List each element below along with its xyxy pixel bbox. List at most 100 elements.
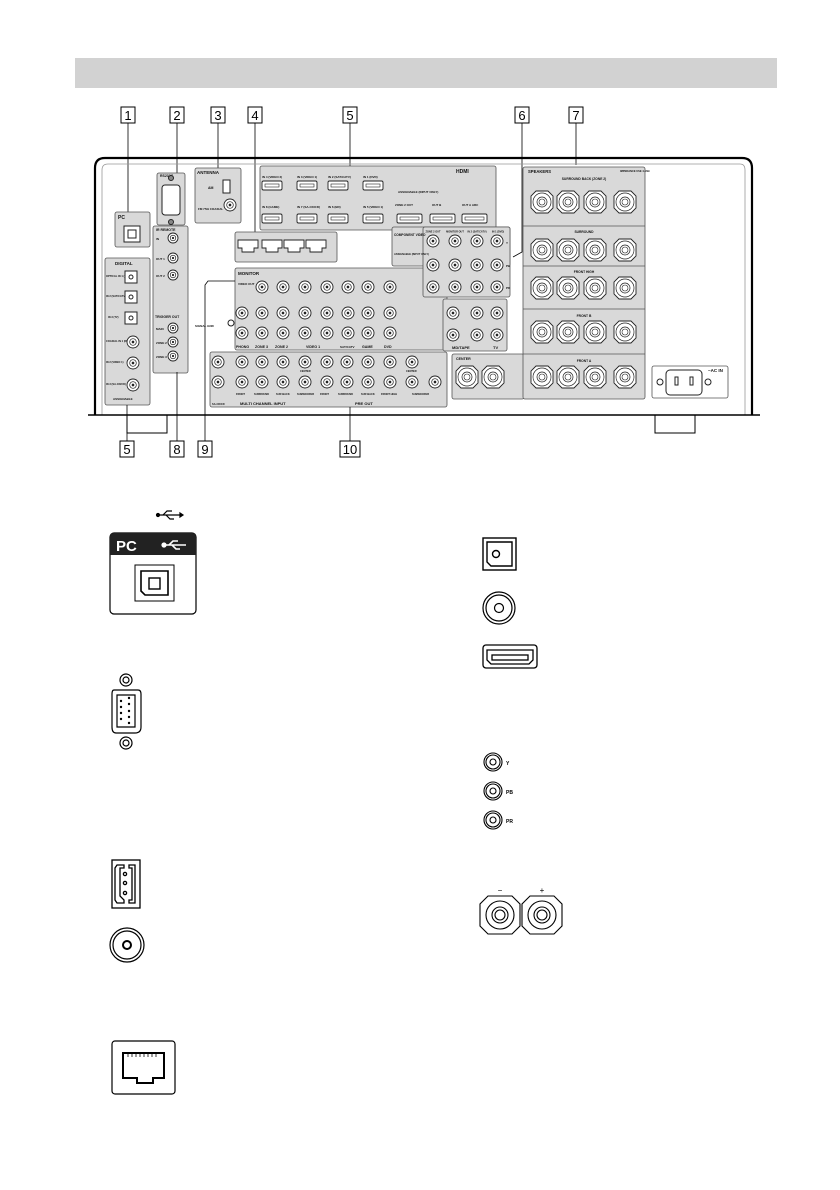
ir-connector-icon (111, 859, 141, 909)
usb-b-port (123, 225, 141, 243)
digital-item-label: IN 3 (SA-CD/CD) (106, 382, 126, 386)
md-tape-label: MD/TAPE (452, 345, 470, 350)
mci-item-label: SUR BACK (276, 392, 290, 396)
optical-jack (124, 311, 138, 325)
hdmi-in-label: IN 8 (GAME) (262, 205, 279, 209)
callout-number: 9 (201, 442, 208, 457)
component-row-label: Y (506, 241, 508, 245)
ac-inlet (665, 369, 703, 396)
hdmi-in-label: IN 5 (VIDEO 1) (363, 205, 383, 209)
pc-icon-label: PC (116, 538, 137, 555)
callout-10: 10 (339, 407, 361, 458)
callout-5: 5 (342, 106, 358, 167)
usb-icon (155, 510, 185, 520)
coaxial-connector-icon (482, 591, 516, 625)
rs232c-connector-icon (111, 673, 142, 750)
ir-trigger-panel (152, 225, 189, 374)
trigger-item-label: MAIN (156, 327, 164, 331)
callout-number: 6 (518, 108, 525, 123)
speakers-label: SPEAKERS (528, 169, 551, 174)
impedance-label: IMPEDANCE USE 4-16Ω (620, 169, 650, 173)
group-label: VIDEO 1 (306, 345, 320, 349)
hdmi-port (327, 213, 349, 224)
callout-number: 1 (124, 108, 131, 123)
callout-number: 2 (173, 108, 180, 123)
ac-in-label: ~AC IN (708, 368, 723, 373)
callout-7: 7 (568, 106, 584, 165)
speaker-terminal (583, 276, 607, 300)
callouts-top: 1 2 3 4 5 6 7 (120, 106, 584, 258)
speaker-terminal (530, 276, 554, 300)
callout-number: 5 (123, 442, 130, 457)
hdmi-in-label: IN 2 (SAT/CATV) (328, 175, 351, 179)
pb-label: PB (506, 790, 513, 796)
ethernet-port (261, 239, 283, 253)
center-speaker-label: CENTER (456, 357, 471, 361)
component-col-label: IN 2 (SAT/CATV) (467, 231, 486, 234)
group-label: PHONO (236, 345, 249, 349)
speaker-group-label: FRONT B (577, 314, 592, 318)
speaker-terminal (613, 276, 637, 300)
hdmi-port (327, 180, 349, 191)
hdmi-in-label: IN 3 (VIDEO 1) (297, 175, 317, 179)
callout-number: 8 (173, 442, 180, 457)
ir-item-label: IN (156, 237, 159, 241)
group-label: ZONE 3 (255, 345, 268, 349)
ir-item-label: OUT 1 (156, 257, 165, 261)
group-label: ZONE 2 (275, 345, 288, 349)
mci-item-label: FRONT (236, 392, 245, 396)
hdmi-in-label: IN 4 (VIDEO 2) (262, 175, 282, 179)
pc-usb-connector-icon: PC (109, 532, 197, 615)
ethernet-port (237, 239, 259, 253)
monitor-label: MONITOR (238, 271, 260, 276)
mini-jack-icon (109, 927, 145, 963)
speaker-terminal (455, 365, 479, 389)
speaker-terminal (613, 190, 637, 214)
speaker-terminal (613, 238, 637, 262)
component-col-label: IN 1 (DVD) (492, 231, 504, 234)
speaker-terminal (530, 238, 554, 262)
hdmi-out-label: ZONE 2 OUT (395, 203, 413, 207)
component-assignable-label: ASSIGNABLE (INPUT ONLY) (394, 252, 429, 256)
am-label: AM (208, 186, 214, 190)
ir-remote-label: IR REMOTE (156, 228, 176, 232)
component-video-connector-icon: Y PB PR (483, 752, 513, 830)
callout-8: 8 (169, 372, 185, 458)
optical-connector-icon (482, 537, 517, 571)
preout-item-label: FRONT HIGH (381, 392, 397, 396)
component-video-panel (422, 226, 511, 298)
ethernet-connector-icon (111, 1040, 176, 1095)
ethernet-port (305, 239, 327, 253)
component-row-label: PR (506, 286, 511, 290)
hdmi-in-label: IN 7 (SA-CD/CD) (297, 205, 320, 209)
speaker-group-label: SURROUND (574, 230, 594, 234)
callout-2: 2 (169, 106, 185, 175)
minus-label: − (498, 886, 503, 895)
rs232c-label: RS232C (160, 174, 174, 178)
component-video-label: COMPONENT VIDEO (394, 233, 426, 237)
callouts-bottom: 5 8 9 10 (119, 280, 361, 458)
callout-number: 10 (343, 442, 357, 457)
hdmi-port (296, 180, 318, 191)
ir-item-label: OUT 2 (156, 274, 165, 278)
group-label: DVD (384, 345, 392, 349)
speaker-group-label: FRONT HIGH (574, 270, 595, 274)
digital-item-label: COAXIAL IN 1 (DVD) (106, 339, 131, 343)
mci-item-label: SA-CD/CD (212, 402, 225, 406)
callout-1: 1 (120, 106, 136, 212)
hdmi-port (261, 213, 283, 224)
callout-9: 9 (197, 280, 235, 458)
speaker-terminal (613, 365, 637, 389)
callout-number: 4 (251, 108, 258, 123)
rs232c-port (161, 184, 181, 216)
optical-jack (124, 290, 138, 304)
speaker-terminal (530, 320, 554, 344)
section-header-bar (75, 58, 777, 88)
trigger-item-label: ZONE 3 (156, 355, 167, 359)
preout-item-label: FRONT (320, 392, 329, 396)
callout-number: 3 (214, 108, 221, 123)
hdmi-in-label: IN 1 (DVD) (363, 175, 378, 179)
hdmi-port (362, 180, 384, 191)
legend-icons: PC Y PB PR (109, 510, 563, 1095)
speaker-terminal (583, 365, 607, 389)
